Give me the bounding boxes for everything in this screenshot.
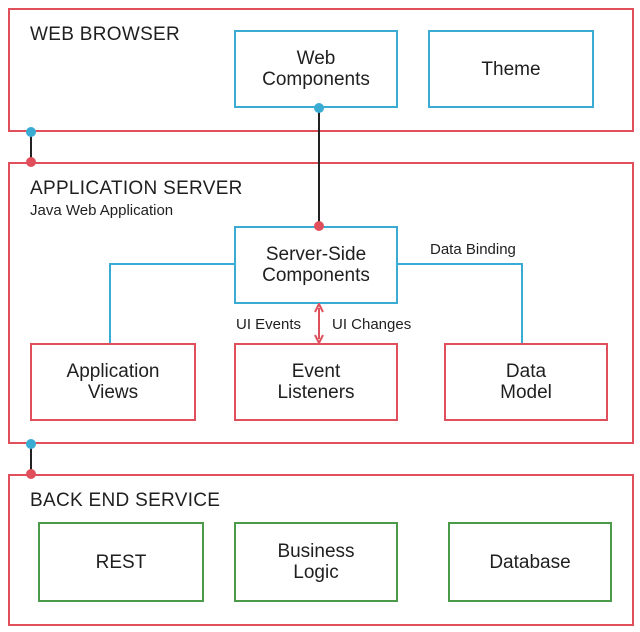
server-side-line2: Components [262,265,370,286]
event-listeners-line1: Event [291,361,341,382]
business-logic-box: Business Logic [234,522,398,602]
ui-events-label: UI Events [236,316,302,333]
database-label: Database [489,551,571,573]
event-listeners-line2: Listeners [277,382,355,403]
web-components-box: Web Components [234,30,398,108]
ui-changes-label: UI Changes [332,316,412,333]
application-views-box: Application Views [30,343,196,421]
application-views-line2: Views [87,382,139,403]
rest-label: REST [95,551,147,573]
web-components-line1: Web [296,48,336,69]
event-listeners-box: Event Listeners [234,343,398,421]
server-side-line1: Server-Side [265,244,367,265]
web-browser-title: WEB BROWSER [30,24,181,45]
application-views-line1: Application [66,361,160,382]
rest-box: REST [38,522,204,602]
business-logic-line2: Logic [293,562,339,583]
data-binding-label: Data Binding [430,241,516,258]
application-server-title: APPLICATION SERVER [30,178,243,199]
theme-box: Theme [428,30,594,108]
data-model-line1: Data [505,361,547,382]
server-side-components-box: Server-Side Components [234,226,398,304]
web-components-line2: Components [262,69,370,90]
database-box: Database [448,522,612,602]
back-end-service-title: BACK END SERVICE [30,490,221,511]
application-server-subtitle: Java Web Application [30,202,174,219]
theme-label: Theme [481,58,541,80]
data-model-box: Data Model [444,343,608,421]
data-model-line2: Model [500,382,552,403]
business-logic-line1: Business [277,541,355,562]
